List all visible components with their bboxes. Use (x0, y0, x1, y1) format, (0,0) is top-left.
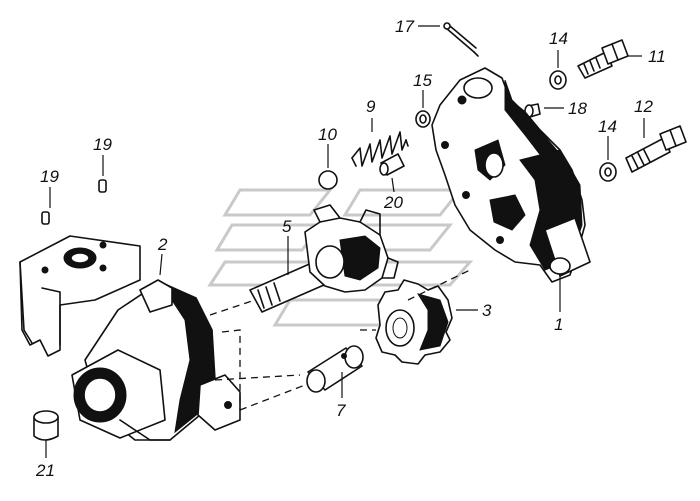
label-part-2: 2 (157, 235, 168, 254)
label-part-14-upper: 14 (549, 29, 568, 48)
label-part-10: 10 (318, 125, 337, 144)
bolt-part-12 (625, 125, 687, 173)
label-part-11: 11 (648, 47, 666, 66)
pump-cover-part-1 (431, 67, 591, 283)
label-part-1: 1 (554, 315, 563, 334)
label-part-9: 9 (366, 97, 376, 116)
lock-washer-part-14-lower (599, 162, 617, 182)
label-part-19-left: 19 (40, 167, 59, 186)
ball-part-10 (318, 170, 338, 190)
label-part-19-right: 19 (93, 135, 112, 154)
label-part-14-lower: 14 (598, 117, 617, 136)
driven-gear-part-3 (375, 279, 453, 365)
axle-part-7 (306, 345, 364, 393)
pump-housing-part-2 (19, 235, 241, 441)
label-part-12: 12 (634, 97, 653, 116)
label-part-20: 20 (383, 193, 403, 212)
drive-gear-shaft-part-5 (249, 204, 399, 313)
cotter-pin-part-17 (443, 22, 479, 57)
dowel-pin-part-19-right (98, 179, 107, 193)
label-part-3: 3 (482, 301, 492, 320)
part-labels: 17 14 11 15 9 18 12 14 10 19 19 20 5 2 3… (35, 17, 666, 480)
label-part-21: 21 (35, 461, 55, 480)
lock-washer-part-14-upper (549, 70, 567, 90)
label-part-18: 18 (568, 99, 587, 118)
dowel-pin-part-19-left (41, 211, 50, 225)
label-part-5: 5 (282, 217, 292, 236)
label-part-7: 7 (336, 401, 346, 420)
label-part-15: 15 (413, 71, 432, 90)
washer-part-15 (415, 110, 431, 128)
valve-part-20 (379, 153, 405, 176)
alignment-dashed-lines (209, 269, 471, 411)
label-part-17: 17 (395, 17, 414, 36)
bolt-part-11 (577, 39, 629, 79)
leader-lines (45, 25, 645, 458)
plug-part-21 (33, 410, 59, 441)
spring-part-9 (351, 131, 409, 167)
